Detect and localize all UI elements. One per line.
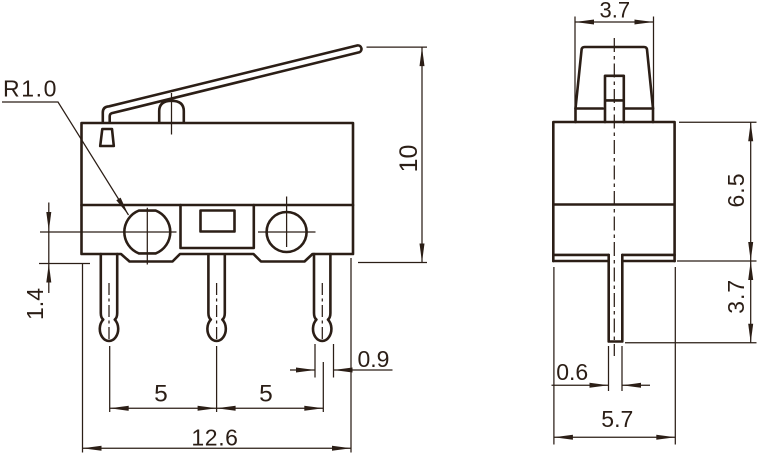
svg-text:5: 5	[259, 380, 273, 407]
svg-text:0.9: 0.9	[358, 346, 390, 372]
svg-text:3.7: 3.7	[600, 0, 631, 22]
svg-text:3.7: 3.7	[723, 279, 749, 314]
svg-text:5.7: 5.7	[601, 406, 633, 432]
svg-text:0.6: 0.6	[556, 359, 588, 385]
svg-text:1.4: 1.4	[22, 288, 48, 320]
svg-text:5: 5	[154, 380, 168, 407]
svg-text:6.5: 6.5	[723, 173, 749, 208]
svg-text:12.6: 12.6	[191, 425, 238, 451]
svg-text:10: 10	[395, 145, 423, 173]
svg-text:R1.0: R1.0	[3, 76, 58, 102]
